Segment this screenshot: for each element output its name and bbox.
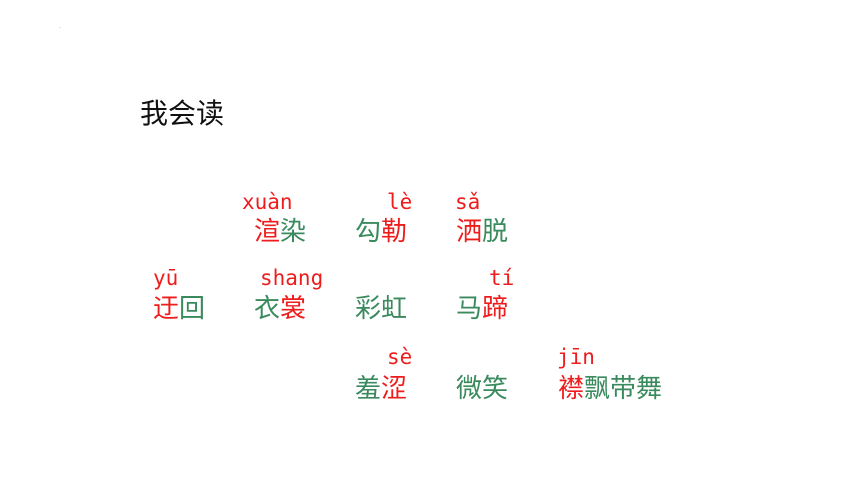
char: 回 bbox=[179, 294, 206, 324]
char: 涩 bbox=[381, 374, 408, 404]
char: 彩 bbox=[355, 294, 382, 324]
char: 微 bbox=[456, 374, 483, 404]
char: 洒 bbox=[456, 217, 483, 247]
char: 马 bbox=[456, 294, 483, 324]
word-xuanran: 渲染 bbox=[254, 216, 306, 248]
word-caihong: 彩虹 bbox=[355, 293, 407, 325]
char: 羞 bbox=[355, 374, 382, 404]
pinyin-le: lè bbox=[387, 190, 413, 214]
char: 带 bbox=[610, 374, 637, 404]
word-xiuse: 羞涩 bbox=[355, 373, 407, 405]
char: 衣 bbox=[254, 294, 281, 324]
word-mati: 马蹄 bbox=[456, 293, 508, 325]
corner-marker: . bbox=[59, 23, 61, 30]
char: 裳 bbox=[280, 294, 307, 324]
pinyin-se: sè bbox=[387, 345, 413, 369]
char: 脱 bbox=[482, 217, 509, 247]
char: 勾 bbox=[355, 217, 382, 247]
word-yishang: 衣裳 bbox=[254, 293, 306, 325]
pinyin-shang: shang bbox=[260, 266, 324, 290]
word-weixiao: 微笑 bbox=[456, 373, 508, 405]
pinyin-xuan: xuàn bbox=[242, 190, 293, 214]
word-jinpiaodaiwu: 襟飘带舞 bbox=[558, 373, 662, 405]
char: 笑 bbox=[482, 374, 509, 404]
char: 蹄 bbox=[482, 294, 509, 324]
char: 染 bbox=[280, 217, 307, 247]
word-yuhui: 迂回 bbox=[153, 293, 205, 325]
pinyin-jin: jīn bbox=[557, 345, 595, 369]
pinyin-ti: tí bbox=[489, 266, 515, 290]
char: 舞 bbox=[636, 374, 663, 404]
slide-title: 我会读 bbox=[140, 97, 225, 130]
pinyin-yu: yū bbox=[153, 266, 179, 290]
pinyin-sa: sǎ bbox=[455, 190, 481, 214]
char: 渲 bbox=[254, 217, 281, 247]
char: 迂 bbox=[153, 294, 180, 324]
char: 勒 bbox=[381, 217, 408, 247]
char: 飘 bbox=[584, 374, 611, 404]
word-satuo: 洒脱 bbox=[456, 216, 508, 248]
word-goule: 勾勒 bbox=[355, 216, 407, 248]
char: 虹 bbox=[381, 294, 408, 324]
char: 襟 bbox=[558, 374, 585, 404]
